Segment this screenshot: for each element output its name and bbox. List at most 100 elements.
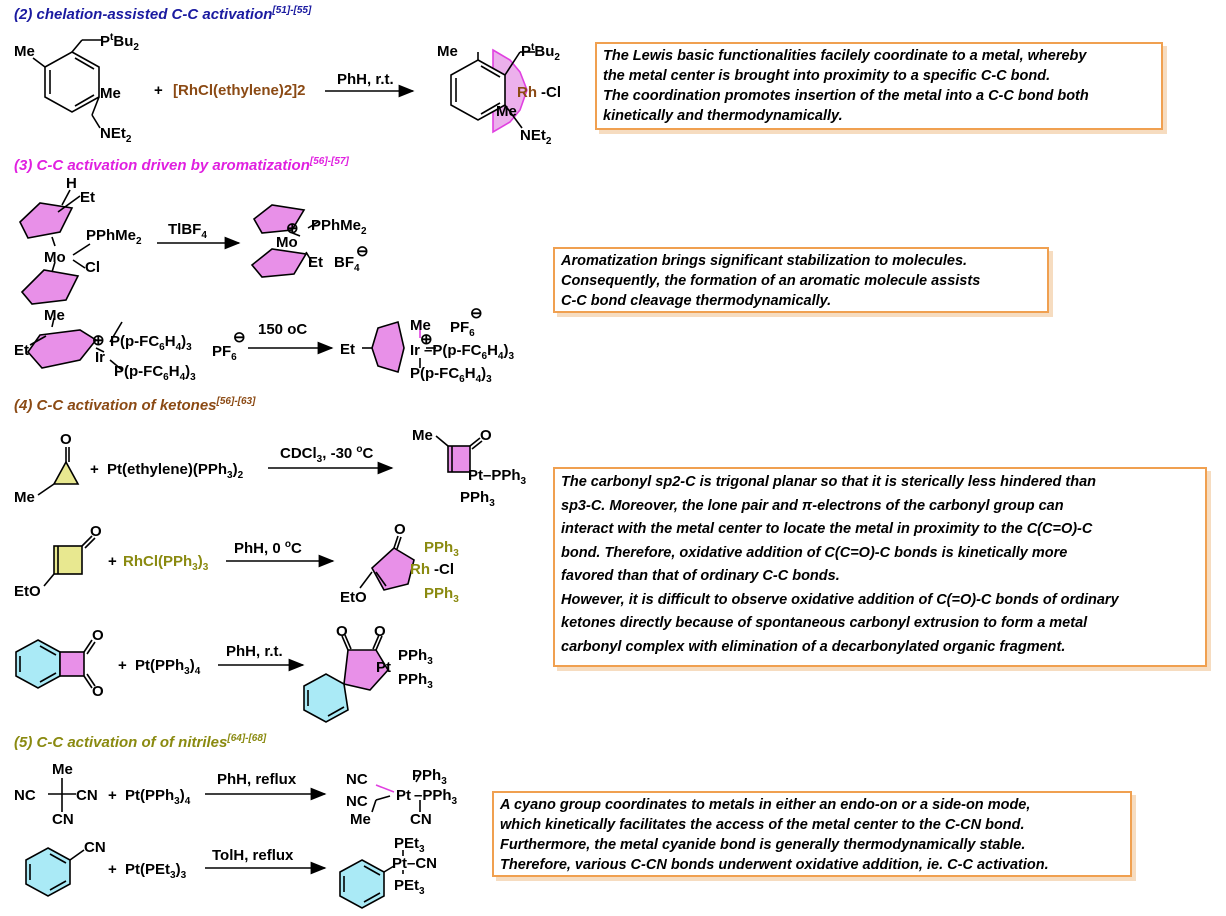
atom-label-me-6: Me [410,317,431,334]
charge-minus-bf4: ⊖ [356,243,369,260]
conditions-r3: 150 oC [258,321,307,338]
section-title-nitriles: (5) C-C activation of of nitriles[64]-[6… [14,733,267,751]
plus-sign-1: + [154,82,163,99]
atom-label-o-2: O [480,427,492,444]
atom-label-cn-2: CN [52,811,74,828]
charge-plus-ir-2: ⊕ [420,331,433,348]
reagent-pt-pph3-4: Pt(PPh3)4 [135,657,201,677]
atom-label-pt-2: Pt [396,787,411,804]
atom-label-pet3-2: PEt3 [394,877,425,897]
product-pt-cyano [371,774,421,813]
explanation-box-aromatization: Aromatization brings significant stabili… [553,247,1049,313]
section-title-ketones: (4) C-C activation of ketones[56]-[63] [14,396,256,414]
atom-label-et-3: Et [14,342,29,359]
atom-label-me-9: Me [52,761,73,778]
counterion-bf4: BF4 [334,254,360,274]
atom-label-pph3-6: PPh3 [412,767,447,787]
atom-label-rh-2: Rh [410,561,430,578]
atom-label-pphme2: PPhMe2 [86,227,142,247]
substrate-cyclobutenone [43,535,96,587]
atom-label-et: Et [80,189,95,206]
reagent-pt-ethylene-pph3: Pt(ethylene)(PPh3)2 [107,461,244,481]
atom-label-cl-2: Cl [85,259,100,276]
reagent-rhcl-pph3: RhCl(PPh3)3 [123,553,209,573]
atom-label-o-3: O [90,523,102,540]
atom-label-ptbu2: PtBu2 [100,32,139,53]
section-title-aromatization: (3) C-C activation driven by aromatizati… [14,156,349,174]
substrate-benzylamine-phosphine [32,39,102,129]
atom-label-et-2: Et [308,254,323,271]
reagent-pt-pet3: Pt(PEt3)3 [125,861,187,881]
atom-label-h: H [66,175,77,192]
product-mo-cation [250,204,319,278]
conditions-r4: CDCl3, -30 oC [280,444,374,465]
atom-label-o-4: O [394,521,406,538]
atom-label-pfc6h4-3: –P(p-FC6H4)3 [424,342,514,362]
charge-minus-pf6-2: ⊖ [470,305,483,322]
atom-label-ir: Ir [95,349,105,366]
atom-label-me-4: Me [496,103,517,120]
atom-label-rh: Rh [517,84,537,101]
substrate-benzocyclobutenedione [15,639,96,689]
explanation-box-chelation: The Lewis basic functionalities facilely… [595,42,1163,130]
plus-sign-4: + [90,461,99,478]
atom-label-o-5: O [92,627,104,644]
atom-label-net2: NEt2 [100,125,132,145]
atom-label-pphme2-2: PPhMe2 [311,217,367,237]
plus-sign-8: + [108,861,117,878]
atom-label-net2-2: NEt2 [520,127,552,147]
substrate-ir-complex [26,317,123,371]
atom-label-pph3-2: PPh3 [424,539,459,559]
atom-label-ptbu2-2: PtBu2 [521,42,560,63]
atom-label-et-4: Et [340,341,355,358]
charge-plus-mo: ⊕ [286,220,299,237]
atom-label-pet3: PEt3 [394,835,425,855]
substrate-methylmalononitrile [48,778,76,812]
plus-sign-5: + [108,553,117,570]
atom-label-nc: NC [14,787,36,804]
atom-label-eto: EtO [14,583,41,600]
atom-label-cn-4: CN [84,839,106,856]
atom-label-mo: Mo [44,249,66,266]
atom-label-pfc6h4-4: P(p-FC6H4)3 [410,365,492,385]
plus-sign-6: + [118,657,127,674]
substrate-cyclopropenone [37,447,80,496]
conditions-r6: PhH, r.t. [226,643,283,660]
product-platinacyclobutenone [435,435,483,473]
product-platinaindanedione [303,634,389,723]
atom-label-me-8: Me [412,427,433,444]
atom-label-cl-3: -Cl [434,561,454,578]
product-ir-cation [362,320,436,374]
charge-plus-ir: ⊕ [92,332,105,349]
atom-label-pt: Pt [376,659,391,676]
atom-label-pt-pph3: Pt–PPh3 [468,467,527,487]
atom-label-o-7: O [336,623,348,640]
atom-label-pph3-5: PPh3 [398,671,433,691]
atom-label-cn: CN [76,787,98,804]
atom-label-o-8: O [374,623,386,640]
atom-label-cn-3: CN [410,811,432,828]
reagent-tlbf4: TlBF4 [168,221,207,241]
atom-label-me-7: Me [14,489,35,506]
charge-minus-pf6: ⊖ [233,329,246,346]
atom-label-me: Me [14,43,35,60]
product-rhodacycle [450,48,535,134]
counterion-pf6: PF6 [212,343,237,363]
product-rhodacyclopentenone [359,535,415,591]
atom-label-pt-cn: Pt–CN [392,855,437,872]
reagent-rhcl-ethylene: [RhCl(ethylene)2]2 [173,82,306,99]
conditions-r1: PhH, r.t. [337,71,394,88]
counterion-pf6-2: PF6 [450,319,475,339]
atom-label-me-2: Me [100,85,121,102]
conditions-r5: PhH, 0 oC [234,539,302,557]
plus-sign-7: + [108,787,117,804]
explanation-box-ketones: The carbonyl sp2-C is trigonal planar so… [553,467,1207,667]
atom-label-pph3-4: PPh3 [398,647,433,667]
reagent-pt-pph3-4-2: Pt(PPh3)4 [125,787,191,807]
conditions-r7: PhH, reflux [217,771,297,788]
atom-label-pph3-7: –PPh3 [414,787,458,807]
product-pt-aryl-cyanide [339,850,404,909]
atom-label-cl: -Cl [541,84,561,101]
atom-label-me-5: Me [44,307,65,324]
